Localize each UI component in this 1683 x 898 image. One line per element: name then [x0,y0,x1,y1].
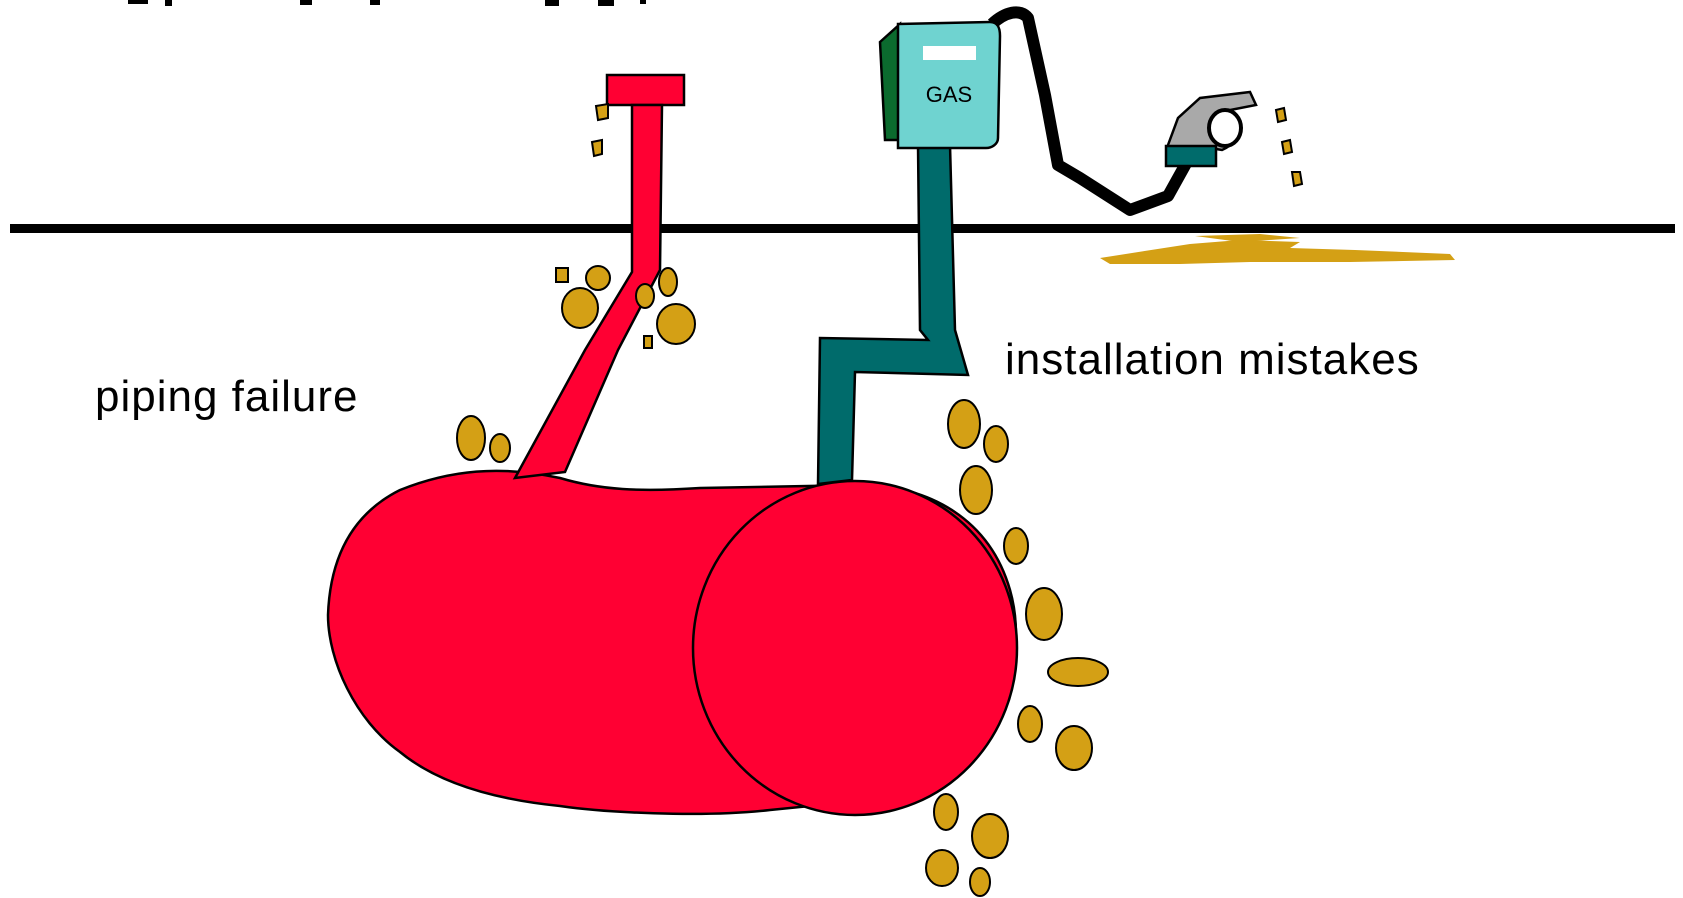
fuel-drop-icon [925,849,959,887]
fuel-drop-icon [1025,587,1063,641]
fuel-drop-icon [1047,657,1109,687]
tank-leak-drops [925,399,1109,897]
pump-display [923,46,976,60]
cropped-top-text [128,0,646,6]
fuel-drop-icon [594,102,609,122]
nozzle-drips [1274,106,1304,188]
fuel-hose [987,6,1205,216]
nozzle-grip [1164,144,1218,168]
fuel-drop-icon [983,425,1009,463]
fuel-drop-icon [456,415,486,461]
dispenser-pipe [816,143,970,486]
ground-line [10,224,1675,233]
fuel-drop-icon [643,335,653,349]
fuel-drop-icon [1003,527,1029,565]
fuel-drop-icon [1017,705,1043,743]
fuel-drop-icon [635,283,655,309]
fuel-drop-icon [489,433,511,463]
tank-end-cap [691,479,1019,817]
surface-spill [1100,234,1455,264]
fuel-drop-icon [656,303,696,345]
fuel-drop-icon [585,265,611,291]
fuel-drop-icon [590,138,603,158]
installation-mistakes-label: installation mistakes [1005,335,1420,384]
gas-pump-icon: GAS [878,20,1002,150]
fuel-drop-icon [1055,725,1093,771]
fuel-drop-icon [971,813,1009,859]
nozzle-trigger [1207,108,1243,148]
vent-drips [590,102,609,158]
fuel-drop-icon [947,399,981,449]
piping-failure-label: piping failure [95,372,359,421]
pump-sign: GAS [926,82,972,107]
fuel-drop-icon [1274,106,1288,124]
fuel-drop-icon [959,465,993,515]
fuel-drop-icon [933,793,959,831]
pipe-leak-drops [456,265,696,463]
fuel-drop-icon [1290,171,1304,188]
fuel-nozzle-icon [1164,90,1258,168]
fuel-drop-icon [561,287,599,329]
fuel-drop-icon [969,867,991,897]
fuel-drop-icon [658,267,678,297]
fill-pipe [512,73,686,480]
fuel-drop-icon [555,267,569,283]
tank [326,469,1019,817]
fuel-drop-icon [1280,138,1294,156]
